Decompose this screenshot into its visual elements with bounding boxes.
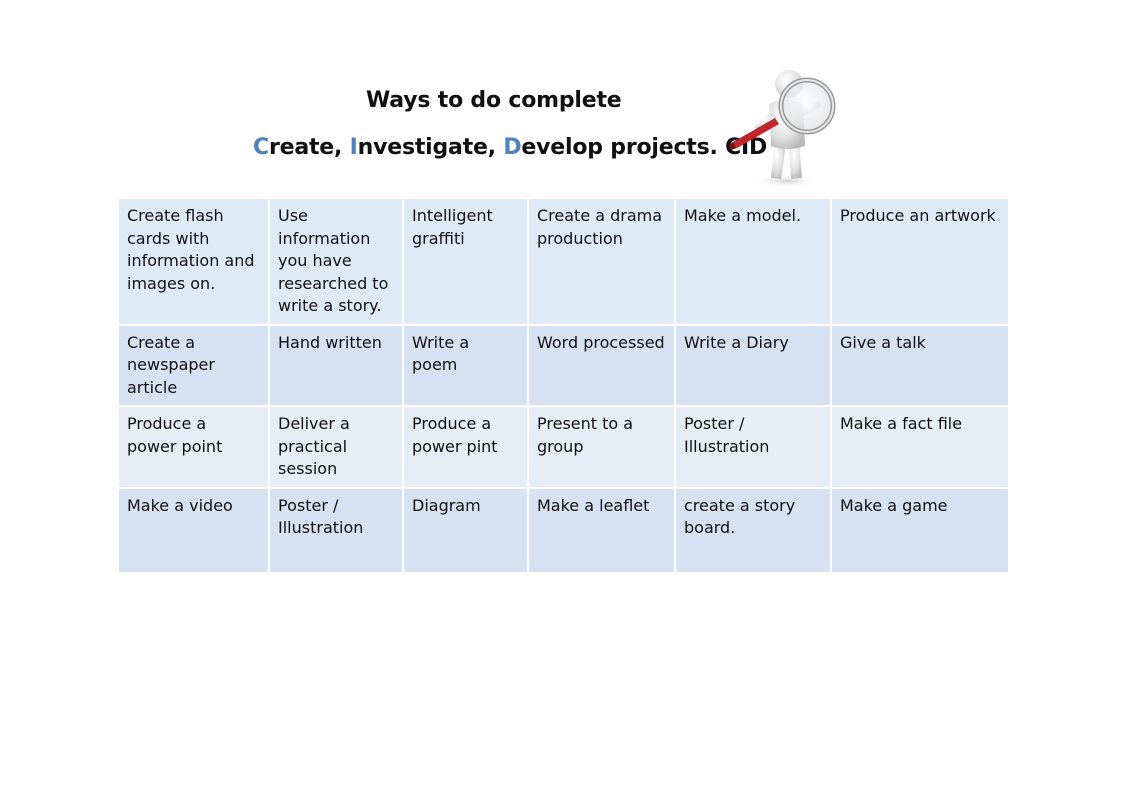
table-cell: Produce an artwork	[830, 197, 1010, 326]
table-cell: Make a leaflet	[527, 486, 676, 574]
table-cell: Hand written	[268, 323, 404, 407]
title-d-letter: D	[503, 135, 522, 160]
title-line-1: Ways to do complete	[366, 88, 622, 113]
table-cell: Create a drama production	[527, 197, 676, 326]
table-row: Produce a power point Deliver a practica…	[117, 405, 1010, 489]
table-cell: Create flash cards with information and …	[117, 197, 270, 326]
table-cell: Intelligent graffiti	[402, 197, 529, 326]
title-c-letter: C	[253, 135, 269, 160]
title-i-rest: nvestigate,	[357, 135, 504, 160]
table-cell: Make a game	[830, 486, 1010, 574]
table-row: Make a video Poster / Illustration Diagr…	[117, 486, 1010, 574]
table-cell: Write a poem	[402, 323, 529, 407]
table-cell: Use information you have researched to w…	[268, 197, 404, 326]
table-cell: Make a video	[117, 486, 270, 574]
title-line-2: Create, Investigate, Develop projects. C…	[253, 135, 767, 160]
table-cell: Make a model.	[674, 197, 832, 326]
title-d-rest: evelop projects. CID	[521, 135, 768, 160]
table-cell: Give a talk	[830, 323, 1010, 407]
table-cell: Present to a group	[527, 405, 676, 489]
table-cell: create a story board.	[674, 486, 832, 574]
table-cell: Poster / Illustration	[674, 405, 832, 489]
table-cell: Deliver a practical session	[268, 405, 404, 489]
table-cell: Word processed	[527, 323, 676, 407]
magnifier-figure-svg	[729, 70, 836, 188]
table-cell: Produce a power pint	[402, 405, 529, 489]
magnifying-glass-person-icon	[725, 60, 845, 190]
cid-activities-table: Create flash cards with information and …	[117, 197, 1010, 574]
table-row: Create a newspaper article Hand written …	[117, 323, 1010, 407]
table-cell: Write a Diary	[674, 323, 832, 407]
table-cell: Make a fact file	[830, 405, 1010, 489]
table-cell: Produce a power point	[117, 405, 270, 489]
title-i-letter: I	[349, 135, 358, 160]
table-cell: Poster / Illustration	[268, 486, 404, 574]
table-row: Create flash cards with information and …	[117, 197, 1010, 326]
title-c-rest: reate,	[268, 135, 350, 160]
table-cell: Create a newspaper article	[117, 323, 270, 407]
table-cell: Diagram	[402, 486, 529, 574]
